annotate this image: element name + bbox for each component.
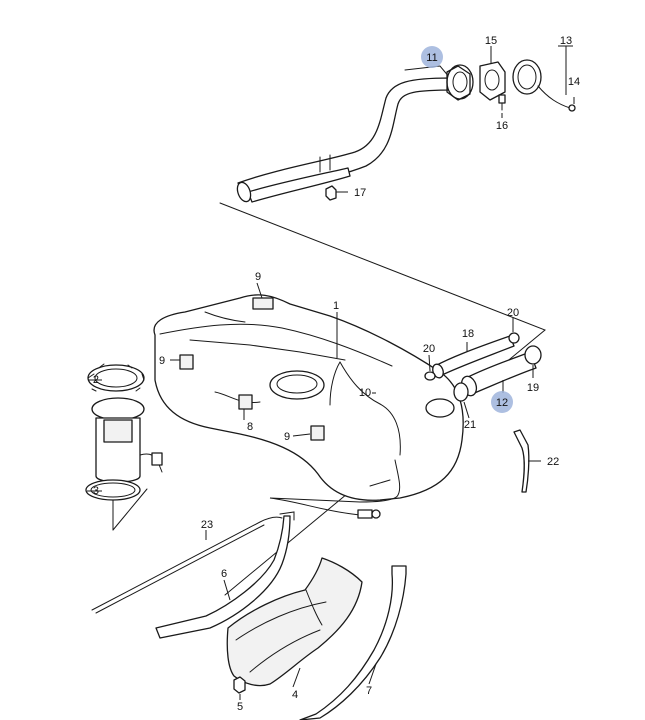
callout-13: 13: [560, 35, 572, 47]
callout-20-right: 20: [507, 307, 519, 319]
callout-5: 5: [237, 701, 243, 713]
callout-6: 6: [221, 568, 227, 580]
highlight-12: [491, 391, 513, 413]
filler-gasket: [479, 61, 506, 101]
callout-4: 4: [292, 689, 298, 701]
callout-15: 15: [485, 35, 497, 47]
fuel-cap: [512, 59, 576, 112]
callout-16: 16: [496, 120, 508, 132]
callout-labels: 11 15 13 14 16 17 9 1 9 10 2 3 8 9 18 20…: [93, 35, 580, 713]
callout-18: 18: [462, 328, 474, 340]
callout-10: 10: [359, 387, 371, 399]
bolt-5: [233, 676, 246, 694]
callout-21: 21: [464, 419, 476, 431]
leader-lines: [87, 45, 575, 700]
fuel-tank: [153, 294, 464, 501]
rod-23: [91, 516, 283, 614]
callout-14: 14: [568, 76, 580, 88]
heat-shield-4: [226, 557, 363, 687]
fuel-pipe: [269, 494, 399, 519]
callout-3: 3: [93, 485, 99, 497]
callout-23: 23: [201, 519, 213, 531]
callout-9-lower: 9: [284, 431, 290, 443]
tank-strap-6: [155, 511, 295, 639]
callout-1: 1: [333, 300, 339, 312]
hose-clamp-21: [453, 382, 469, 402]
callout-11: 11: [426, 52, 437, 64]
breather-pipe-22: [513, 429, 530, 493]
hose-clamp-20b: [508, 332, 520, 344]
callout-9-top: 9: [255, 271, 261, 283]
fuel-pump-seal: [85, 479, 141, 501]
filler-neck-head: [446, 64, 474, 101]
callout-8: 8: [247, 421, 253, 433]
highlight-11: [421, 46, 443, 68]
callout-17: 17: [354, 187, 366, 199]
fuel-pump-ring: [87, 363, 145, 392]
callout-9-left: 9: [159, 355, 165, 367]
filler-neck-pipe: [236, 65, 456, 203]
callout-highlights: [421, 46, 513, 413]
callout-20-left: 20: [423, 343, 435, 355]
fuel-pump: [91, 397, 163, 483]
callout-2: 2: [93, 374, 99, 386]
screw-16: [498, 94, 506, 111]
hose-clamp-19: [524, 345, 542, 365]
callout-12: 12: [496, 397, 508, 409]
hose-clamp-20a: [424, 371, 436, 381]
tank-strap-7: [299, 565, 407, 720]
bolt-17: [325, 185, 337, 201]
callout-22: 22: [547, 456, 559, 468]
callout-19: 19: [527, 382, 539, 394]
callout-7: 7: [366, 685, 372, 697]
tank-pads: [179, 297, 325, 441]
